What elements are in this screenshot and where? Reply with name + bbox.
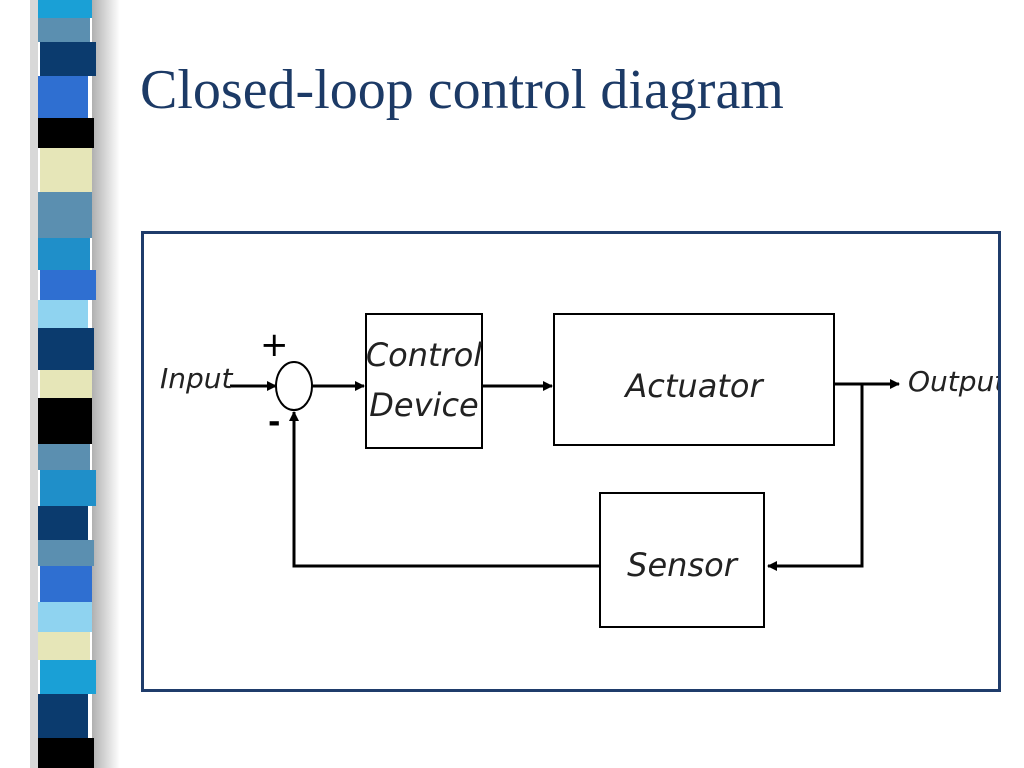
decorative-side-strip xyxy=(30,0,120,768)
strip-band xyxy=(38,328,94,370)
strip-band xyxy=(38,444,90,470)
strip-band xyxy=(36,300,88,328)
strip-band xyxy=(36,0,92,18)
strip-band xyxy=(40,660,96,694)
plus-sign: + xyxy=(260,325,289,365)
strip-band xyxy=(38,238,90,270)
minus-sign: - xyxy=(268,405,280,440)
sensor-label: Sensor xyxy=(627,546,739,584)
strip-band xyxy=(38,632,90,660)
sensor-to-junction-arrow xyxy=(289,411,600,568)
feedback-to-sensor-arrow xyxy=(767,384,864,571)
strip-band xyxy=(40,370,92,398)
strip-band xyxy=(36,506,88,540)
strip-band xyxy=(40,566,92,602)
strip-band xyxy=(36,602,92,632)
summing-junction xyxy=(275,361,313,411)
strip-band xyxy=(40,470,96,506)
strip-band xyxy=(40,148,92,192)
control-device-label-line1: Control xyxy=(366,336,482,374)
strip-band xyxy=(36,694,88,738)
closed-loop-diagram: Input + - Control Device Actuator Output… xyxy=(160,313,998,628)
strip-band xyxy=(40,42,96,76)
strip-band xyxy=(38,540,94,566)
output-label: Output xyxy=(908,365,998,398)
actuator-label: Actuator xyxy=(623,367,764,405)
diagram-frame: Input + - Control Device Actuator Output… xyxy=(141,231,1001,692)
control-device-label-line2: Device xyxy=(369,386,478,424)
strip-band xyxy=(36,398,92,444)
strip-band xyxy=(38,118,94,148)
strip-edge xyxy=(30,0,38,768)
strip-band xyxy=(38,18,90,42)
strip-band xyxy=(38,738,94,768)
strip-band xyxy=(40,270,96,300)
sensor-block xyxy=(599,492,765,628)
strip-band xyxy=(36,76,88,118)
slide-title: Closed-loop control diagram xyxy=(140,59,784,121)
strip-band xyxy=(36,192,92,238)
control-device-block xyxy=(365,313,483,449)
actuator-block xyxy=(553,313,835,446)
input-label: Input xyxy=(160,362,234,395)
